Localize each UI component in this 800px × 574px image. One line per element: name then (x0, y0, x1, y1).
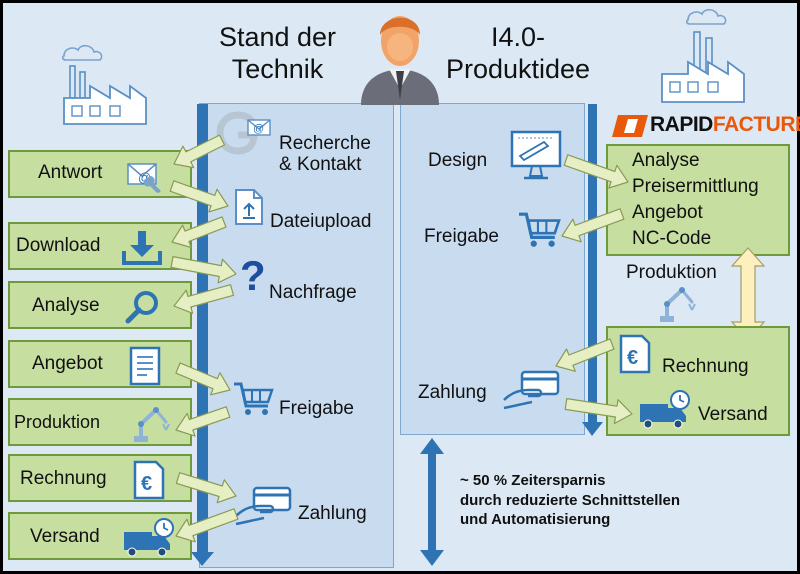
rf-billing-box: € Rechnung Versand (606, 326, 790, 436)
header-i40-produktidee: I4.0- Produktidee (438, 22, 598, 86)
zahlung-right-label: Zahlung (418, 382, 487, 403)
rf-line-nc-code: NC-Code (632, 228, 712, 249)
box-versand-label: Versand (30, 526, 100, 547)
box-download: Download (8, 222, 192, 270)
flow-arrow (173, 134, 226, 169)
flow-arrow (561, 208, 625, 243)
cart-icon (519, 212, 561, 247)
summary-line3: und Automatisierung (460, 511, 611, 528)
header-right-line2: Produktidee (445, 53, 591, 84)
factory-icon (661, 8, 745, 103)
rapidfacture-logo: RAPIDFACTURE (612, 112, 800, 138)
flow-arrow (171, 216, 227, 249)
summary-line1: ~ 50 % Zeitersparnis (460, 472, 606, 489)
flow-arrow (169, 180, 229, 213)
robot-arm-icon (134, 407, 170, 442)
person-icon (361, 16, 439, 105)
time-saving-arrow (420, 438, 444, 566)
box-versand: Versand (8, 512, 192, 560)
svg-text:@: @ (253, 123, 264, 135)
box-angebot: Angebot (8, 340, 192, 388)
box-produktion: Produktion (8, 398, 192, 446)
flow-arrow (563, 154, 629, 189)
box-analyse-label: Analyse (32, 295, 100, 316)
nachfrage-label: Nachfrage (269, 282, 357, 303)
flow-arrow (173, 284, 235, 314)
header-stand-der-technik: Stand der Technik (200, 22, 355, 86)
file-upload-icon (235, 189, 263, 225)
download-icon (122, 231, 162, 265)
box-antwort-label: Antwort (38, 162, 103, 183)
invoice-euro-icon: € (619, 334, 651, 374)
dateiupload-label: Dateiupload (270, 211, 372, 232)
google-icon: @ (216, 111, 271, 155)
cad-monitor-icon (510, 130, 562, 180)
robot-arm-icon (660, 287, 696, 322)
question-icon: ? (240, 252, 266, 299)
svg-text:€: € (141, 473, 152, 495)
header-right-line1: I4.0- (490, 22, 546, 52)
summary-text: ~ 50 % Zeitersparnis durch reduzierte Sc… (460, 471, 680, 530)
magnifier-icon (125, 291, 158, 324)
freigabe-right-label: Freigabe (424, 226, 499, 247)
factory-icon (61, 44, 147, 125)
box-antwort: Antwort @ (8, 150, 192, 198)
rf-process-box: Analyse Preisermittlung Angebot NC-Code (606, 144, 790, 256)
recherche-kontakt-label: Recherche & Kontakt (279, 133, 371, 176)
freigabe-left-label: Freigabe (279, 398, 354, 419)
logo-part-facture: FACTURE (712, 113, 800, 136)
box-rechnung-label: Rechnung (20, 468, 107, 489)
document-icon (129, 346, 161, 386)
email-icon: @ (127, 163, 161, 193)
design-label: Design (428, 150, 488, 171)
rf-versand-label: Versand (698, 404, 768, 425)
cart-icon (234, 382, 274, 415)
box-rechnung: Rechnung € (8, 454, 192, 502)
box-analyse: Analyse (8, 281, 192, 329)
box-download-label: Download (16, 235, 101, 256)
produktion-label: Produktion (626, 262, 717, 283)
box-angebot-label: Angebot (32, 353, 103, 374)
flow-arrow (175, 362, 231, 396)
kontakt-line: & Kontakt (279, 154, 362, 176)
flow-arrow (175, 472, 237, 504)
invoice-euro-icon: € (133, 460, 165, 500)
rf-rechnung-label: Rechnung (662, 356, 749, 377)
flow-arrow (175, 406, 231, 437)
flow-arrow (555, 338, 615, 372)
rf-line-analyse: Analyse (632, 150, 700, 171)
credit-card-icon (503, 370, 560, 410)
header-left-line2: Technik (231, 53, 324, 84)
header-left-line1: Stand der (218, 22, 337, 52)
recherche-line: Recherche (279, 133, 371, 154)
svg-text:€: € (627, 347, 638, 369)
zahlung-left-label: Zahlung (298, 503, 367, 524)
rf-line-angebot: Angebot (632, 202, 703, 223)
summary-line2: durch reduzierte Schnittstellen (460, 491, 681, 509)
flow-arrow (175, 508, 239, 543)
logo-part-rapid: RAPID (650, 113, 713, 136)
flow-arrow (564, 398, 633, 425)
delivery-truck-icon (124, 518, 174, 557)
credit-card-icon (235, 486, 292, 526)
rf-line-preisermittlung: Preisermittlung (632, 176, 759, 197)
flow-arrow (170, 256, 237, 284)
box-produktion-label: Produktion (14, 412, 101, 432)
delivery-truck-icon (640, 390, 690, 429)
